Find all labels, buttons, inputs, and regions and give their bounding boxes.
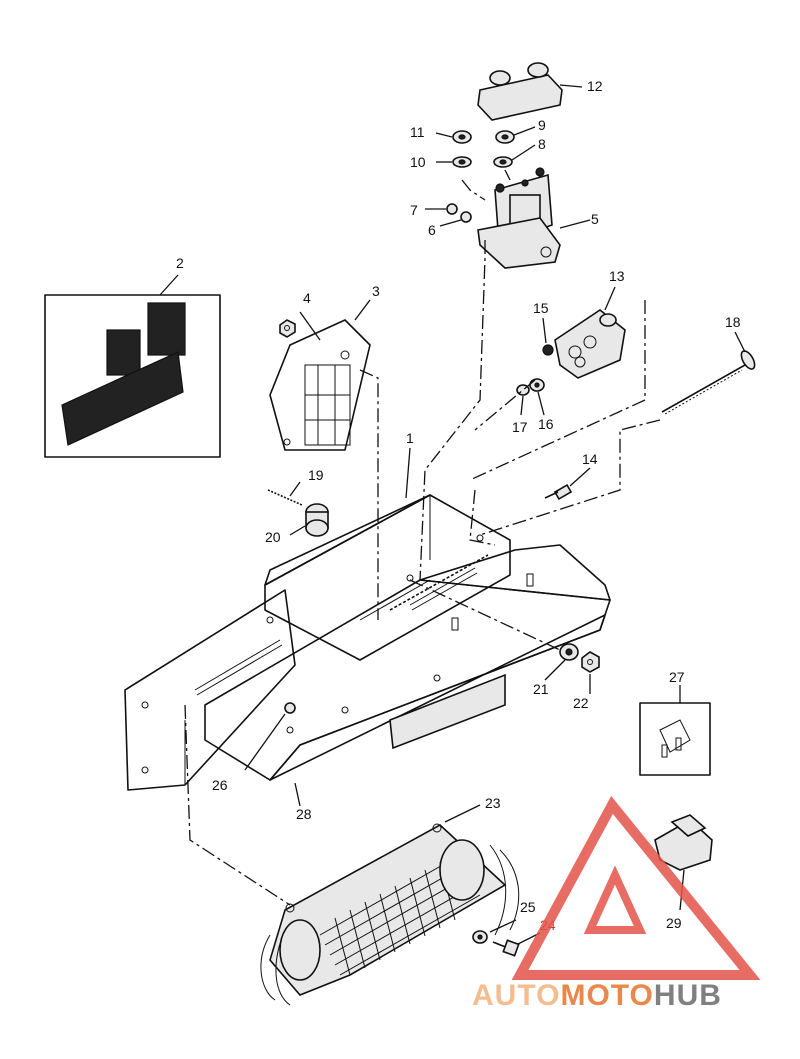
screw-spacer-19-20-part bbox=[267, 481, 329, 537]
callout-15: 15 bbox=[533, 300, 549, 316]
watermark-hub: HUB bbox=[654, 979, 722, 1012]
bracket-plate-part bbox=[269, 299, 371, 451]
callout-labels: 1 2 3 4 5 6 7 8 9 10 11 12 13 14 15 16 1… bbox=[176, 78, 741, 933]
watermark-inner-triangle-icon bbox=[583, 865, 647, 934]
callout-4: 4 bbox=[303, 290, 311, 306]
nuts-washers-part bbox=[435, 126, 536, 168]
watermark-logo: AUTOMOTOHUB bbox=[472, 796, 761, 1012]
watermark-moto: MOTO bbox=[560, 979, 653, 1012]
callout-21: 21 bbox=[533, 681, 549, 697]
fuse-27-part bbox=[639, 685, 711, 776]
callout-22: 22 bbox=[573, 695, 589, 711]
callout-5: 5 bbox=[591, 211, 599, 227]
callout-28: 28 bbox=[296, 806, 312, 822]
callout-13: 13 bbox=[609, 268, 625, 284]
callout-19: 19 bbox=[308, 467, 324, 483]
callout-1: 1 bbox=[406, 430, 414, 446]
main-tray-1-part bbox=[124, 447, 611, 807]
nut-4-part bbox=[279, 319, 296, 338]
callout-29: 29 bbox=[666, 915, 682, 931]
callout-16: 16 bbox=[538, 416, 554, 432]
callout-20: 20 bbox=[265, 529, 281, 545]
callout-23: 23 bbox=[485, 795, 501, 811]
bolt-washer-24-25-part bbox=[472, 919, 541, 957]
assembly-lines bbox=[184, 169, 661, 906]
callout-9: 9 bbox=[538, 117, 546, 133]
callout-11: 11 bbox=[410, 124, 425, 140]
relay-29-part bbox=[654, 814, 713, 911]
callout-25: 25 bbox=[520, 899, 536, 915]
watermark-triangle-icon bbox=[511, 796, 761, 980]
washer-nut-21-22-part bbox=[544, 643, 600, 694]
callout-14: 14 bbox=[582, 451, 598, 467]
nuts-15-16-17-part bbox=[516, 317, 554, 416]
watermark-auto: AUTO bbox=[472, 979, 560, 1012]
connector-block-13-part bbox=[554, 286, 626, 379]
callout-27: 27 bbox=[669, 669, 685, 685]
callout-26: 26 bbox=[212, 777, 228, 793]
screw-14-part bbox=[544, 467, 591, 501]
callout-17: 17 bbox=[512, 419, 528, 435]
callout-3: 3 bbox=[372, 283, 380, 299]
controller-module-23-part bbox=[260, 804, 520, 1006]
callout-8: 8 bbox=[538, 136, 546, 152]
long-bolt-18-part bbox=[661, 331, 756, 415]
callout-18: 18 bbox=[725, 314, 741, 330]
callout-12: 12 bbox=[587, 78, 603, 94]
callout-6: 6 bbox=[428, 222, 436, 238]
clamp-12-part bbox=[477, 62, 583, 121]
watermark-text: AUTOMOTOHUB bbox=[472, 979, 722, 1012]
callout-2: 2 bbox=[176, 255, 184, 271]
callout-10: 10 bbox=[410, 154, 426, 170]
callout-7: 7 bbox=[410, 202, 418, 218]
solenoid-5-part bbox=[477, 167, 591, 269]
decal-set-part bbox=[44, 274, 221, 458]
small-nuts-6-7-part bbox=[425, 203, 472, 227]
